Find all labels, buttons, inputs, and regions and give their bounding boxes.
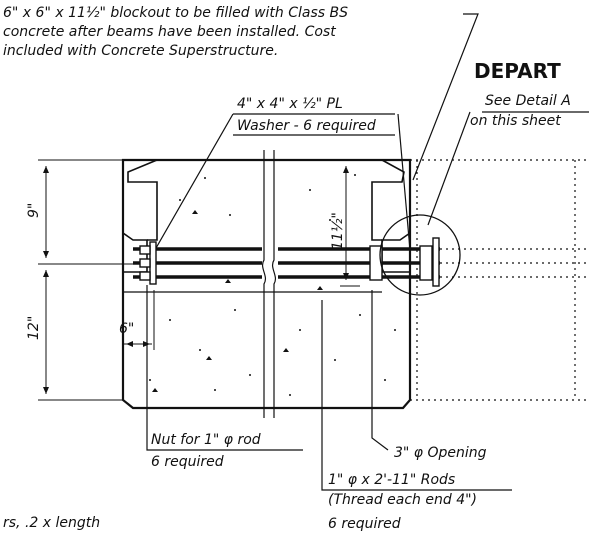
washer-line2: Washer - 6 required [237,118,376,134]
see-detail-note: See Detail A on this sheet [470,93,571,129]
depart-title: DEPART [474,59,561,83]
opening-note: 3" φ Opening [394,445,487,461]
washer-nuts [139,237,440,287]
detail-a-callout-circle [379,214,461,296]
washer-leader [147,113,234,263]
see-detail-line2: on this sheet [470,113,561,129]
nut-note: Nut for 1" φ rod 6 required [151,432,261,470]
nut-line2: 6 required [151,454,224,470]
nut-line1: Nut for 1" φ rod [151,432,261,448]
dim-top-height: 9" [26,203,42,218]
opening-leader [371,290,389,451]
rods-line1: 1" φ x 2'-11" Rods [328,472,455,488]
rods-note: 1" φ x 2'-11" Rods (Thread each end 4") … [328,472,477,532]
blockout-note-line2: concrete after beams have been installed… [3,24,336,40]
rods-line2: (Thread each end 4") [328,492,477,508]
rods-line3: 6 required [328,516,401,532]
beam-continuation [410,159,589,401]
concrete-section [121,150,412,418]
blockout-note-line1: 6" x 6" x 11½" blockout to be filled wit… [3,5,348,21]
washer-line1: 4" x 4" x ½" PL [237,96,343,112]
washer-leader-right [397,113,411,251]
blockout-note: 6" x 6" x 11½" blockout to be filled wit… [3,5,348,59]
rods-leader [321,300,512,491]
blockout-note-line3: included with Concrete Superstructure. [3,43,278,59]
dimension-left [38,159,140,401]
see-detail-leader [427,111,471,226]
dim-bottom-height: 12" [26,316,42,340]
washer-note: 4" x 4" x ½" PL Washer - 6 required [237,96,376,134]
nut-leader [146,285,303,451]
see-detail-line1: See Detail A [485,93,571,109]
dim-blockout-height: 11½" [330,212,346,250]
dimension-blockout [340,166,360,287]
blockout-leader [412,13,479,181]
dimension-offset [123,290,155,350]
bottom-left-note: rs, .2 x length [3,515,100,531]
dim-end-offset: 6" [119,321,134,337]
